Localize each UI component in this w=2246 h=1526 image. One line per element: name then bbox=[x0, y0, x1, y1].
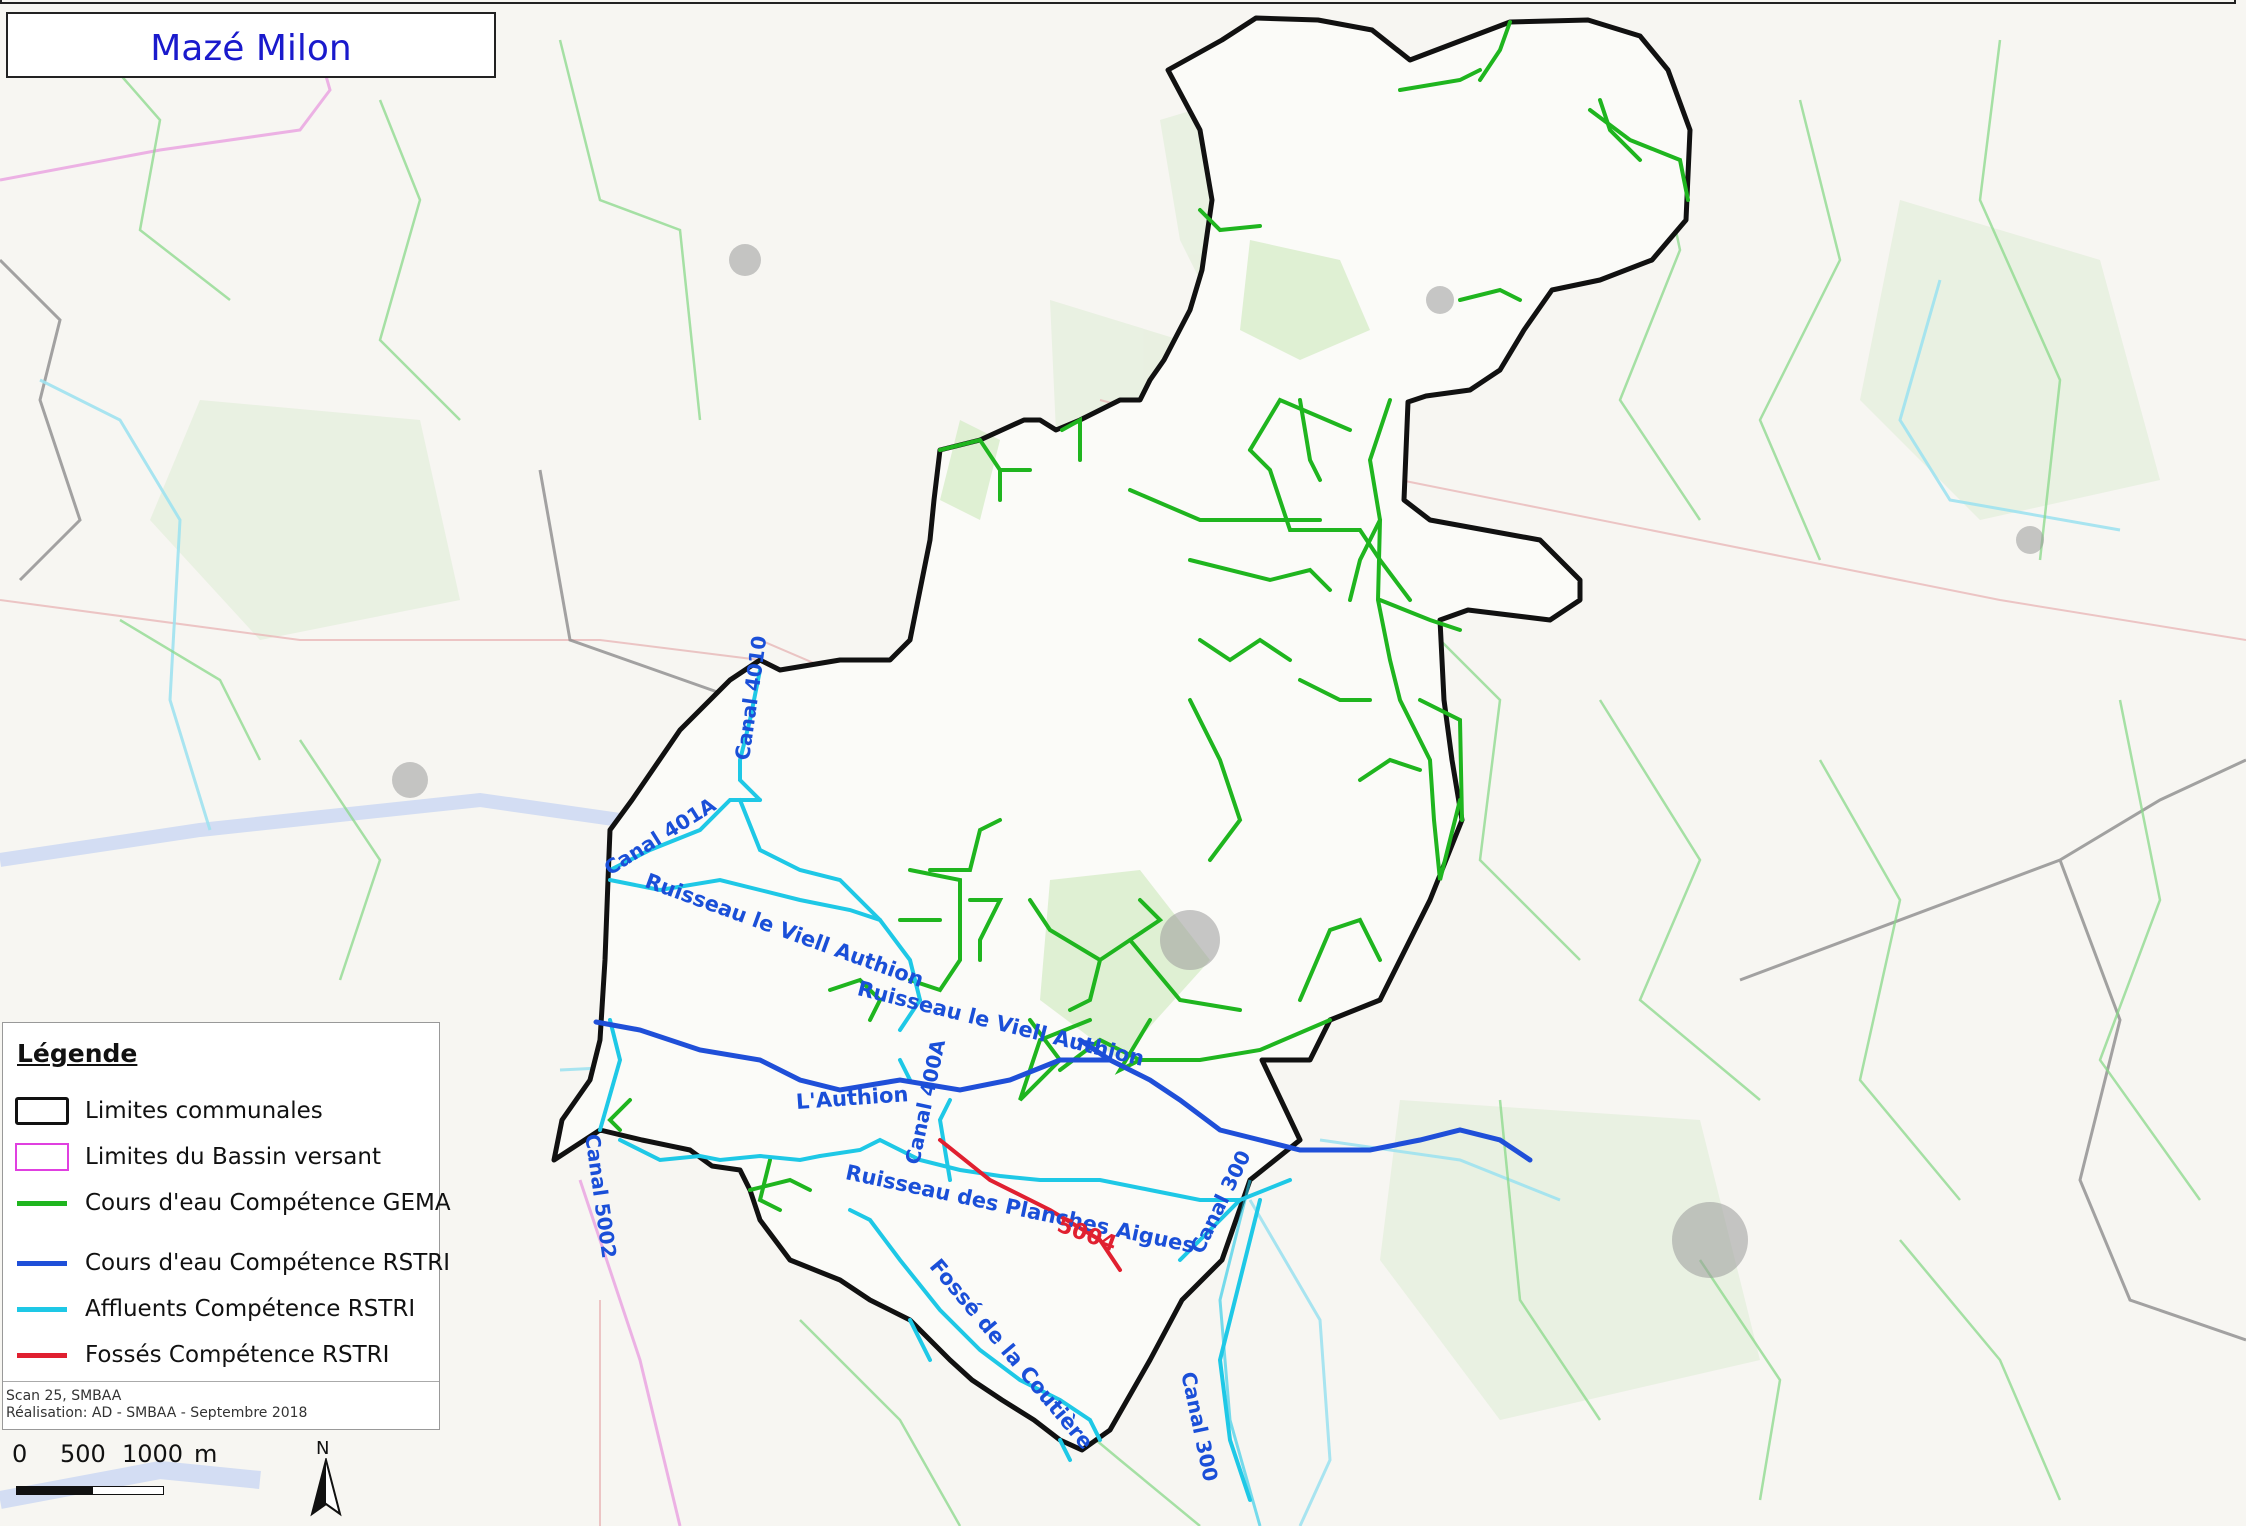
north-arrow: N bbox=[296, 1438, 356, 1518]
credits-source: Scan 25, SMBAA bbox=[6, 1388, 122, 1404]
scale-label-1000: 1000 bbox=[122, 1440, 184, 1468]
legend-item-affluents-rstri: Affluents Compétence RSTRI bbox=[15, 1291, 415, 1327]
legend-label: Affluents Compétence RSTRI bbox=[85, 1296, 416, 1322]
streams-cours-rstri bbox=[593, 1019, 1533, 1163]
legend-item-gema: Cours d'eau Compétence GEMA bbox=[15, 1185, 451, 1221]
legend-label: Cours d'eau Compétence GEMA bbox=[85, 1190, 451, 1216]
north-label: N bbox=[316, 1438, 330, 1459]
legend-swatch-basin bbox=[15, 1143, 69, 1171]
legend-item-cours-rstri: Cours d'eau Compétence RSTRI bbox=[15, 1245, 450, 1281]
credits: Scan 25, SMBAA Réalisation: AD - SMBAA -… bbox=[6, 1388, 307, 1422]
legend-swatch-fosses bbox=[15, 1340, 69, 1370]
legend-item-fosses-rstri: Fossés Compétence RSTRI bbox=[15, 1337, 389, 1373]
legend: Légende Limites communales Limites du Ba… bbox=[2, 1022, 451, 1430]
commune-boundary bbox=[551, 15, 1693, 1453]
legend-label: Limites communales bbox=[85, 1098, 323, 1124]
map-title-box: Mazé Milon bbox=[6, 12, 496, 78]
scale-segment-dark bbox=[16, 1486, 92, 1495]
legend-item-bassin-versant: Limites du Bassin versant bbox=[15, 1139, 381, 1175]
legend-swatch-commune bbox=[15, 1097, 69, 1125]
credits-realisation: Réalisation: AD - SMBAA - Septembre 2018 bbox=[6, 1405, 308, 1421]
map-frame-top bbox=[0, 0, 2236, 4]
scale-segment-light bbox=[92, 1486, 164, 1495]
commune-inner-vegetation bbox=[940, 240, 1370, 1060]
legend-item-limites-communales: Limites communales bbox=[15, 1093, 323, 1129]
legend-label: Limites du Bassin versant bbox=[85, 1144, 381, 1170]
legend-label: Fossés Compétence RSTRI bbox=[85, 1342, 390, 1368]
legend-swatch-affluents bbox=[15, 1294, 69, 1324]
scale-label-0: 0 bbox=[12, 1440, 28, 1468]
legend-heading: Légende bbox=[17, 1039, 138, 1068]
legend-swatch-gema bbox=[15, 1188, 69, 1218]
north-arrow-icon bbox=[310, 1458, 342, 1517]
built-up-areas bbox=[392, 244, 2044, 1278]
map-title: Mazé Milon bbox=[150, 28, 352, 69]
legend-divider bbox=[3, 1381, 439, 1382]
legend-label: Cours d'eau Compétence RSTRI bbox=[85, 1250, 451, 1276]
streams-fosses-rstri bbox=[938, 1138, 1122, 1272]
scale-label-unit: m bbox=[194, 1440, 218, 1468]
scale-label-500: 500 bbox=[60, 1440, 106, 1468]
scale-bar: 0 500 1000 m bbox=[12, 1440, 217, 1500]
streams-affluents-rstri bbox=[598, 668, 1292, 1502]
basemap-boundaries bbox=[0, 258, 2246, 1342]
legend-swatch-cours-rstri bbox=[15, 1248, 69, 1278]
